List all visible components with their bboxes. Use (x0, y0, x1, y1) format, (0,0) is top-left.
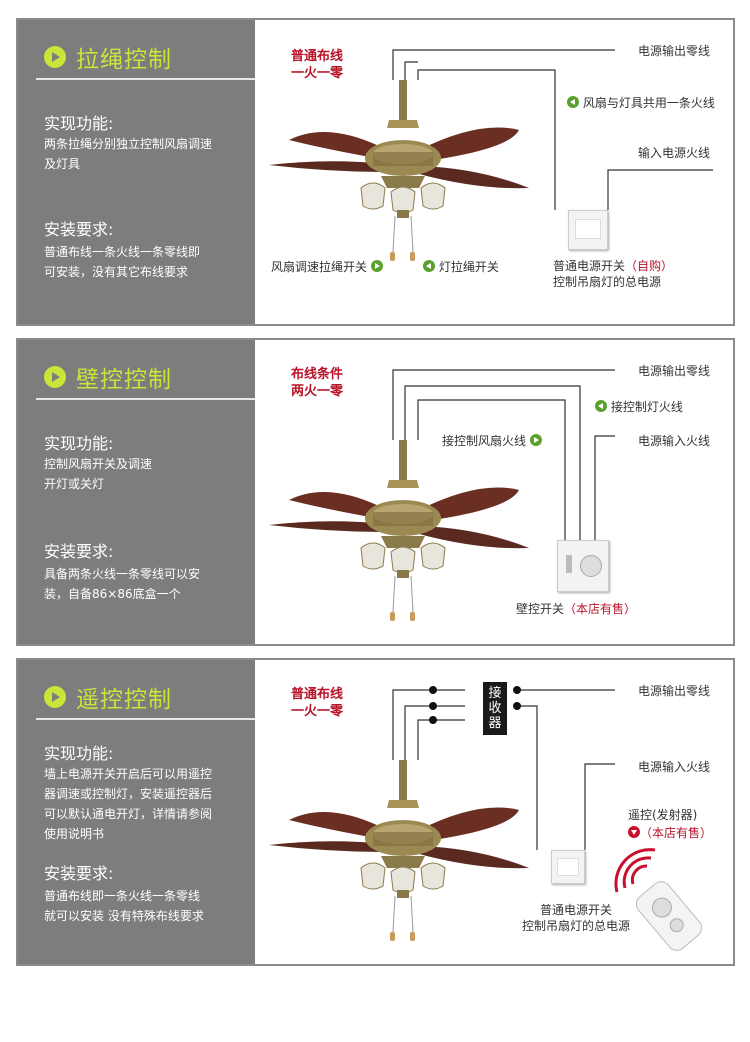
label-light-live: 接控制灯火线 (595, 398, 683, 415)
panel-pull-chain: 拉绳控制 实现功能: 两条拉绳分别独立控制风扇调速 及灯具 安装要求: 普通布线… (16, 18, 735, 326)
panel-title: 壁控控制 (76, 360, 172, 394)
label-neutral-out: 电源输出零线 (638, 362, 710, 379)
divider (36, 718, 255, 720)
label-input-live: 输入电源火线 (638, 144, 710, 161)
wiring-diagram-remote-control: 接 收 器 普通布线 一火一零 电源输出零线 电源输入火线 遥控(发射器) （本… (255, 660, 733, 964)
label-neutral-out: 电源输出零线 (638, 682, 710, 699)
panel-title: 拉绳控制 (76, 40, 172, 74)
requirement-text: 普通布线即一条火线一条零线 就可以安装 没有特殊布线要求 (44, 886, 244, 926)
panel-info-remote-control: 遥控控制 实现功能: 墙上电源开关开启后可以用遥控 器调速或控制灯，安装遥控器后… (18, 660, 255, 964)
label-fan-pull: 风扇调速拉绳开关 (271, 258, 383, 275)
requirement-text: 具备两条火线一条零线可以安 装，自备86×86底盒一个 (44, 564, 244, 604)
label-power-switch: 普通电源开关（自购） 控制吊扇灯的总电源 (553, 258, 673, 290)
play-icon (44, 686, 66, 708)
panel-info-pull-chain: 拉绳控制 实现功能: 两条拉绳分别独立控制风扇调速 及灯具 安装要求: 普通布线… (18, 20, 255, 324)
function-heading: 实现功能: (44, 430, 113, 454)
function-text: 控制风扇开关及调速 开灯或关灯 (44, 454, 244, 494)
receiver-box: 接 收 器 (483, 682, 507, 735)
power-switch (568, 210, 608, 250)
wiring-condition: 普通布线 一火一零 (291, 686, 343, 720)
arrow-right-icon (530, 434, 542, 446)
wall-switch (557, 540, 609, 592)
panel-info-wall-control: 壁控控制 实现功能: 控制风扇开关及调速 开灯或关灯 安装要求: 具备两条火线一… (18, 340, 255, 644)
function-heading: 实现功能: (44, 740, 113, 764)
function-text: 墙上电源开关开启后可以用遥控 器调速或控制灯，安装遥控器后 可以默认通电开灯，详… (44, 764, 244, 844)
power-switch (551, 850, 585, 884)
label-fan-live: 接控制风扇火线 (442, 432, 542, 449)
label-input-live: 电源输入火线 (638, 432, 710, 449)
arrow-left-icon (423, 260, 435, 272)
label-neutral-out: 电源输出零线 (638, 42, 710, 59)
function-text: 两条拉绳分别独立控制风扇调速 及灯具 (44, 134, 244, 174)
divider (36, 78, 255, 80)
panel-title: 遥控控制 (76, 680, 172, 714)
label-shared-live: 风扇与灯具共用一条火线 (567, 94, 715, 111)
requirement-heading: 安装要求: (44, 538, 113, 562)
label-light-pull: 灯拉绳开关 (423, 258, 499, 275)
label-input-live: 电源输入火线 (638, 758, 710, 775)
arrow-right-icon (371, 260, 383, 272)
requirement-heading: 安装要求: (44, 216, 113, 240)
wiring-condition: 普通布线 一火一零 (291, 48, 343, 82)
play-icon (44, 46, 66, 68)
function-heading: 实现功能: (44, 110, 113, 134)
play-icon (44, 366, 66, 388)
wiring-condition: 布线条件 两火一零 (291, 366, 343, 400)
divider (36, 398, 255, 400)
arrow-left-icon (595, 400, 607, 412)
requirement-text: 普通布线一条火线一条零线即 可安装，没有其它布线要求 (44, 242, 244, 282)
arrow-down-icon (628, 826, 640, 838)
label-remote: 遥控(发射器) （本店有售） (628, 806, 712, 842)
panel-remote-control: 遥控控制 实现功能: 墙上电源开关开启后可以用遥控 器调速或控制灯，安装遥控器后… (16, 658, 735, 966)
label-wall-switch: 壁控开关（本店有售） (516, 600, 636, 617)
wiring-diagram-wall-control: 布线条件 两火一零 电源输出零线 接控制灯火线 接控制风扇火线 电源输入火线 壁… (255, 340, 733, 644)
arrow-left-icon (567, 96, 579, 108)
wiring-diagram-pull-chain: 普通布线 一火一零 电源输出零线 风扇与灯具共用一条火线 输入电源火线 风扇调速… (255, 20, 733, 324)
requirement-heading: 安装要求: (44, 860, 113, 884)
label-power-switch: 普通电源开关 控制吊扇灯的总电源 (522, 902, 630, 934)
panel-wall-control: 壁控控制 实现功能: 控制风扇开关及调速 开灯或关灯 安装要求: 具备两条火线一… (16, 338, 735, 646)
